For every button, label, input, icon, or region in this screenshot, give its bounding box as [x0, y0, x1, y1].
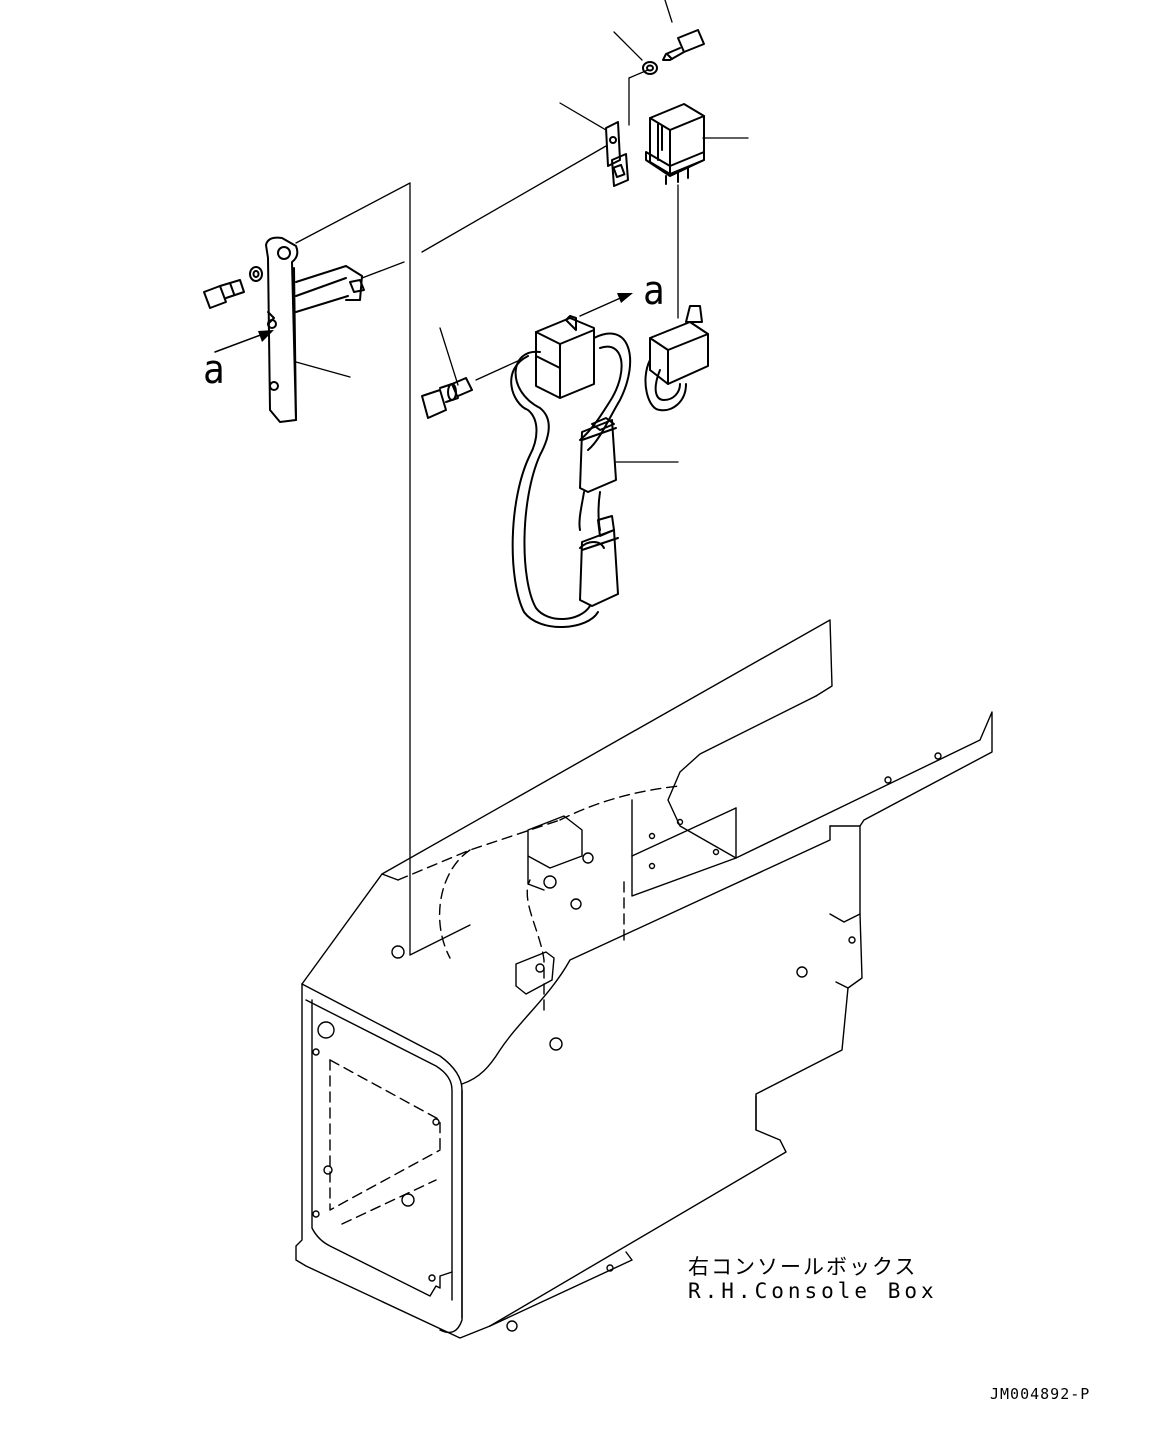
- washer-top: [642, 61, 658, 75]
- bolt-middle: [421, 377, 473, 419]
- caption-english: R.H.Console Box: [688, 1279, 938, 1303]
- bracket-clip: [605, 121, 629, 187]
- relay-top: [645, 103, 705, 185]
- bolt-top: [662, 29, 705, 61]
- callout-label-a-right: a: [643, 268, 665, 314]
- console-box: [295, 619, 993, 1339]
- drawing-number: JM004892-P: [990, 1385, 1091, 1403]
- bolt-left: [203, 279, 245, 309]
- callout-label-a-left: a: [203, 347, 225, 393]
- callout-arrow-right: [579, 293, 633, 317]
- washer-left: [249, 266, 263, 282]
- bracket-left: [265, 236, 365, 423]
- callout-arrow-left: [214, 330, 274, 353]
- wire-harness: [510, 305, 709, 628]
- caption-japanese: 右コンソールボックス: [688, 1255, 918, 1279]
